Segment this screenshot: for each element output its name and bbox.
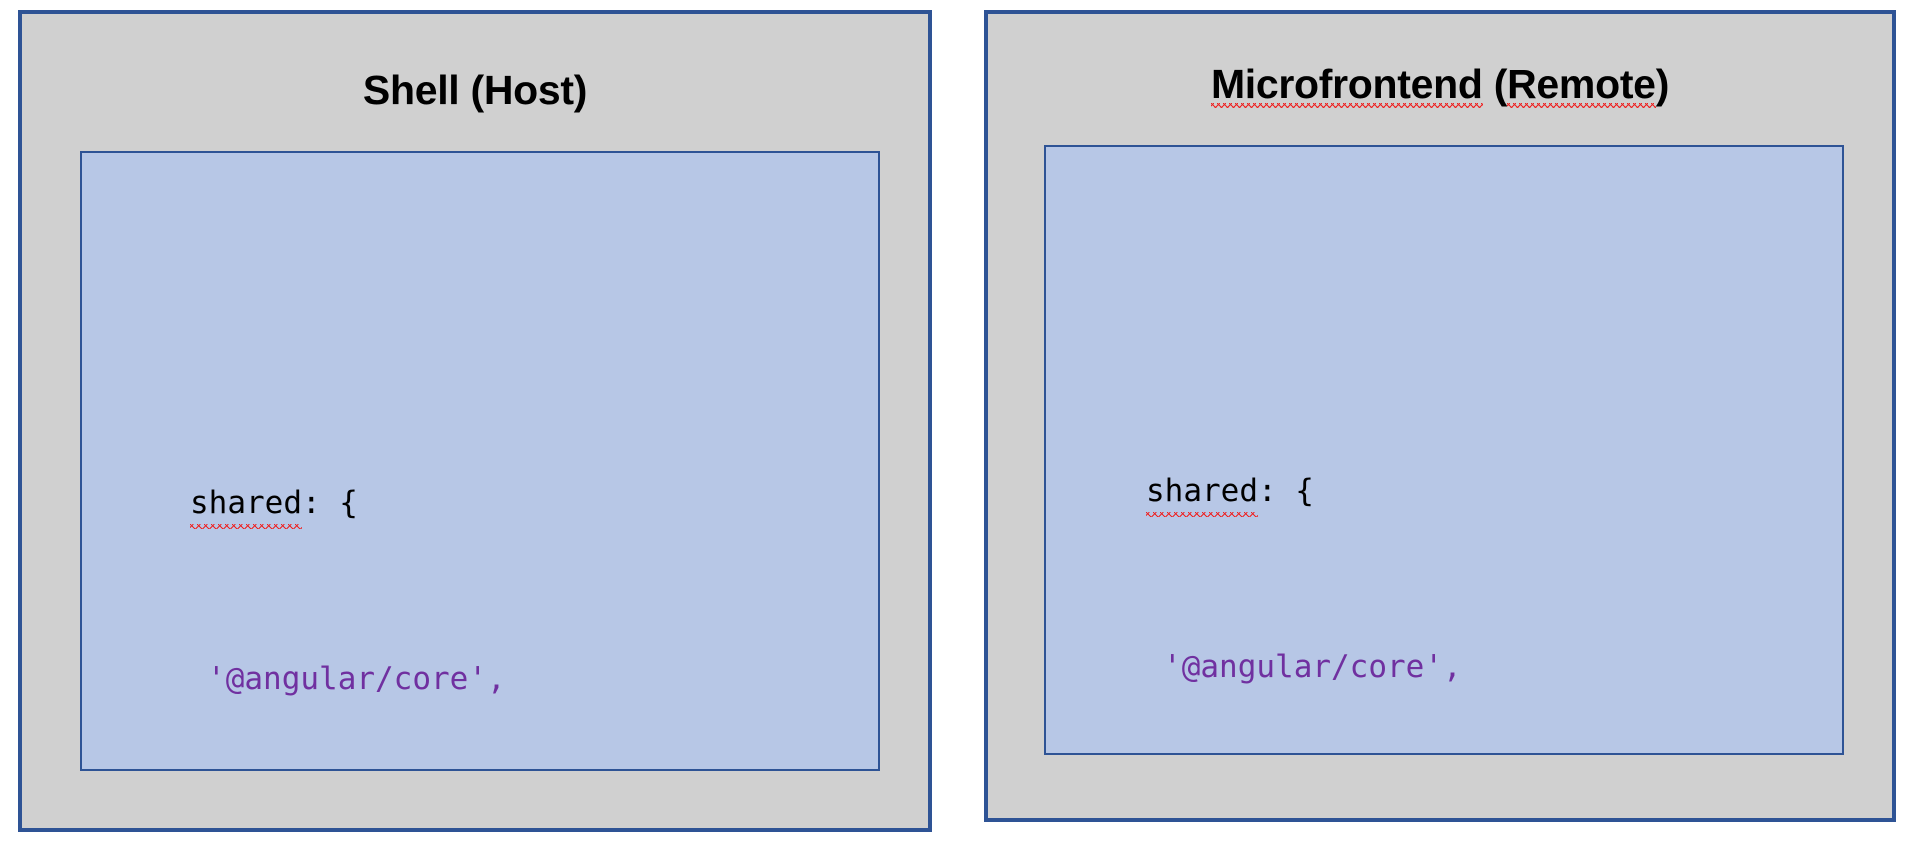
code-line-shared-open: shared: { (190, 481, 506, 529)
panel-microfrontend-remote: Microfrontend (Remote) shared: { '@angul… (984, 10, 1896, 822)
code-token-colon-brace: : { (301, 485, 358, 521)
panel-title-open-paren: ( (1482, 61, 1508, 107)
panel-title-word-remote: Remote (1507, 61, 1656, 108)
code-token-angular-core: '@angular/core', (1163, 649, 1462, 685)
panel-shell-host: Shell (Host) shared: { '@angular/core', … (18, 10, 932, 832)
code-token-shared: shared (1146, 469, 1258, 517)
code-line-angular-core: '@angular/core', (190, 657, 506, 701)
code-line-shared-open: shared: { (1146, 469, 1462, 517)
code-block-shell-host: shared: { '@angular/core', '@ngrx/store'… (190, 349, 506, 769)
panel-title-shell-host: Shell (Host) (362, 67, 588, 113)
code-token-angular-core: '@angular/core', (207, 661, 506, 697)
panel-title-microfrontend-remote: Microfrontend (Remote) (988, 61, 1892, 108)
code-line-angular-core: '@angular/core', (1146, 645, 1462, 689)
code-box-microfrontend-remote: shared: { '@angular/core', '@ngrx/store'… (1044, 145, 1844, 755)
code-box-shell-host: shared: { '@angular/core', '@ngrx/store'… (80, 151, 880, 771)
code-token-shared: shared (190, 481, 302, 529)
panel-title-close-paren: ) (1655, 61, 1670, 107)
code-block-microfrontend-remote: shared: { '@angular/core', '@ngrx/store'… (1146, 337, 1462, 753)
code-token-colon-brace: : { (1257, 473, 1314, 509)
panel-title-word-microfrontend: Microfrontend (1210, 61, 1483, 108)
